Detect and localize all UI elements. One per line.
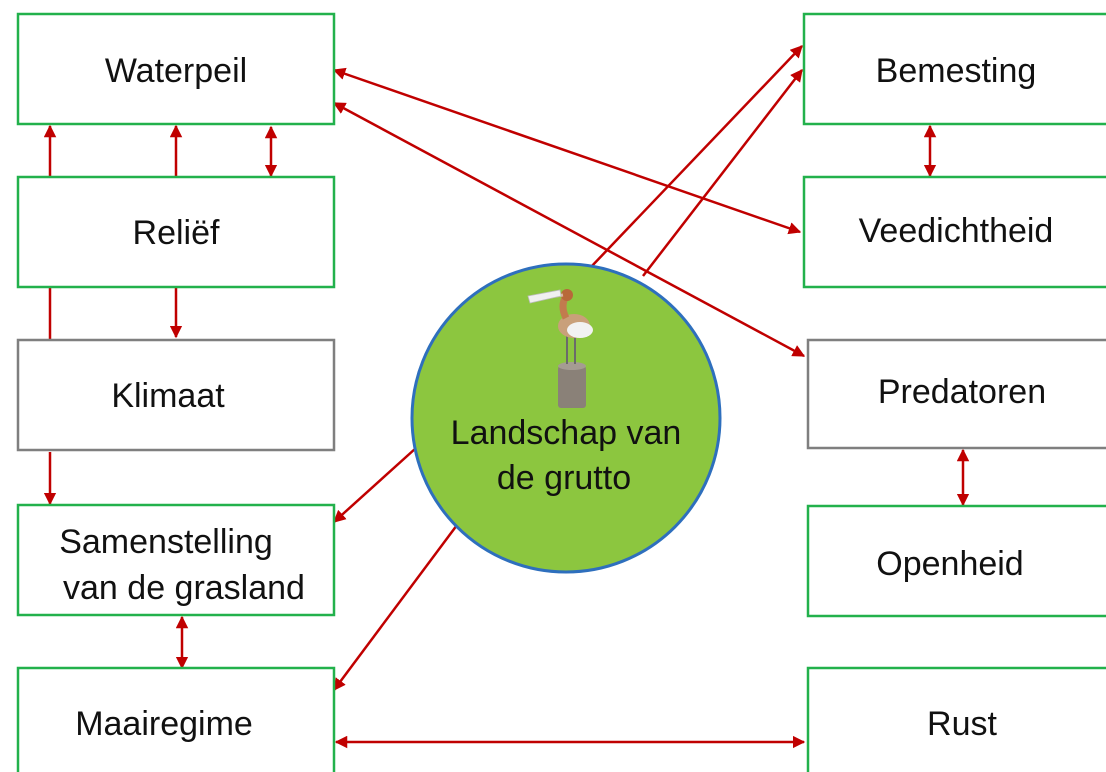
center-title-line1: Landschap van [451,414,682,452]
box-bemesting-label: Bemesting [876,52,1037,90]
box-openheid-label: Openheid [876,545,1023,583]
box-waterpeil-label: Waterpeil [105,52,247,90]
box-rust: Rust [806,666,1106,772]
arrow-center-samenstelling [333,447,417,523]
box-maairegime: Maairegime [16,666,336,772]
box-samenstelling-label-1: Samenstelling [59,523,273,561]
arrow-center-maairegime [332,516,465,692]
box-predatoren-label: Predatoren [878,373,1046,411]
arrow-waterpeil-veedichtheid [332,67,802,235]
box-klimaat-label: Klimaat [111,377,225,415]
center-circle: Landschap van de grutto [410,262,722,574]
box-veedichtheid-label: Veedichtheid [859,212,1054,250]
box-samenstelling: Samenstelling van de grasland [16,503,336,617]
box-relief-label: Reliëf [133,214,220,252]
box-waterpeil: Waterpeil [16,12,336,126]
grutto-bird-icon [527,289,593,408]
box-maairegime-label: Maairegime [75,705,253,743]
center-title-line2: de grutto [497,459,631,497]
connectors [43,45,970,749]
arrow-center-bemesting-2 [642,69,803,277]
arrow-waterpeil-predatoren [332,101,806,358]
box-klimaat: Klimaat [16,338,336,452]
box-bemesting: Bemesting [802,12,1106,126]
box-predatoren: Predatoren [806,338,1106,450]
box-veedichtheid: Veedichtheid [802,175,1106,289]
box-openheid: Openheid [806,504,1106,618]
box-rust-label: Rust [927,705,997,743]
box-relief: Reliëf [16,175,336,289]
box-samenstelling-label-2: van de grasland [63,569,305,607]
arrow-center-bemesting-1 [589,45,803,269]
